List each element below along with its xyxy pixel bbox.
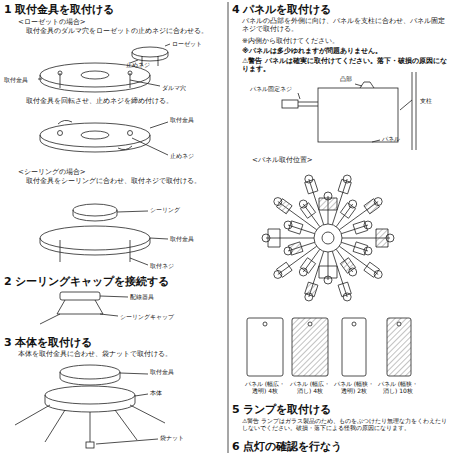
warning: ⚠警告 ランプはガラス製品のため、ものをぶつけたり無理な力をくわえたりしないでく… bbox=[242, 417, 452, 431]
heading: 2 シーリングキャップを接続する bbox=[4, 275, 224, 288]
part-label: 配線器具 bbox=[130, 293, 180, 300]
panel-caption: パネル (幅広・消し) 4枚 bbox=[287, 380, 333, 394]
step-text: 本体を取付金具に合わせ、袋ナットで取付ける。 bbox=[18, 350, 223, 358]
part-label: 本体 bbox=[150, 389, 190, 396]
panel-caption: パネル (幅広・透明) 4枚 bbox=[242, 380, 288, 394]
part-label: 取付金具 bbox=[170, 235, 220, 242]
part-label: 取付ネジ bbox=[150, 262, 200, 269]
note: ※内側から取付けてください。 bbox=[242, 37, 450, 45]
heading: 3 本体を取付ける bbox=[4, 336, 219, 349]
step-text: パネルの凸部を外側に向け、パネルを支柱に合わせ、パネル固定ネジで取付ける。 bbox=[242, 17, 450, 34]
case-heading: <パネル取付位置> bbox=[252, 156, 362, 164]
heading: 6 点灯の確認を行なう bbox=[232, 440, 447, 453]
part-label: パネル bbox=[382, 135, 417, 142]
part-label: シーリング bbox=[150, 206, 210, 213]
part-label: 取付金具 bbox=[170, 116, 220, 123]
case-heading: <ローゼットの場合> bbox=[18, 18, 148, 26]
part-label: 袋ナット bbox=[160, 434, 210, 441]
part-label: 取付金具 bbox=[4, 76, 40, 83]
part-label: シーリングキャップ bbox=[120, 313, 210, 320]
part-label: ローゼット bbox=[172, 40, 224, 47]
panel-caption: パネル (幅狭・透明) 2枚 bbox=[331, 380, 377, 394]
part-label: 凸部 bbox=[340, 75, 370, 82]
part-label: 支柱 bbox=[420, 97, 450, 104]
case-heading: <シーリングの場合> bbox=[18, 168, 148, 176]
part-label: パネル固定ネジ bbox=[250, 85, 320, 92]
heading: 4 パネルを取付ける bbox=[232, 3, 447, 16]
step-text: 取付金具をシーリングに合わせ、取付ネジで取付ける。 bbox=[26, 177, 216, 185]
note: ※パネルは多少ゆれますが問題ありません。 bbox=[242, 47, 450, 55]
heading: 1 取付金具を取付ける bbox=[4, 3, 219, 16]
step-text: 取付金具のダルマ穴をローゼットの止めネジに合わせる。 bbox=[26, 27, 216, 35]
heading: 5 ランプを取付ける bbox=[232, 403, 447, 416]
part-label: ダルマ穴 bbox=[162, 84, 207, 91]
step-text: 取付金具を回転させ、止めネジを締め付ける。 bbox=[26, 97, 216, 105]
part-label: 取付金具 bbox=[150, 368, 200, 375]
part-label: 止めネジ bbox=[170, 152, 220, 159]
warning: ⚠警告 パネルは確実に取付けてください。落下・破損の原因になります。 bbox=[242, 57, 450, 74]
panel-caption: パネル (幅狭・消し) 10枚 bbox=[375, 380, 421, 394]
part-label: 止めネジ bbox=[126, 61, 176, 68]
